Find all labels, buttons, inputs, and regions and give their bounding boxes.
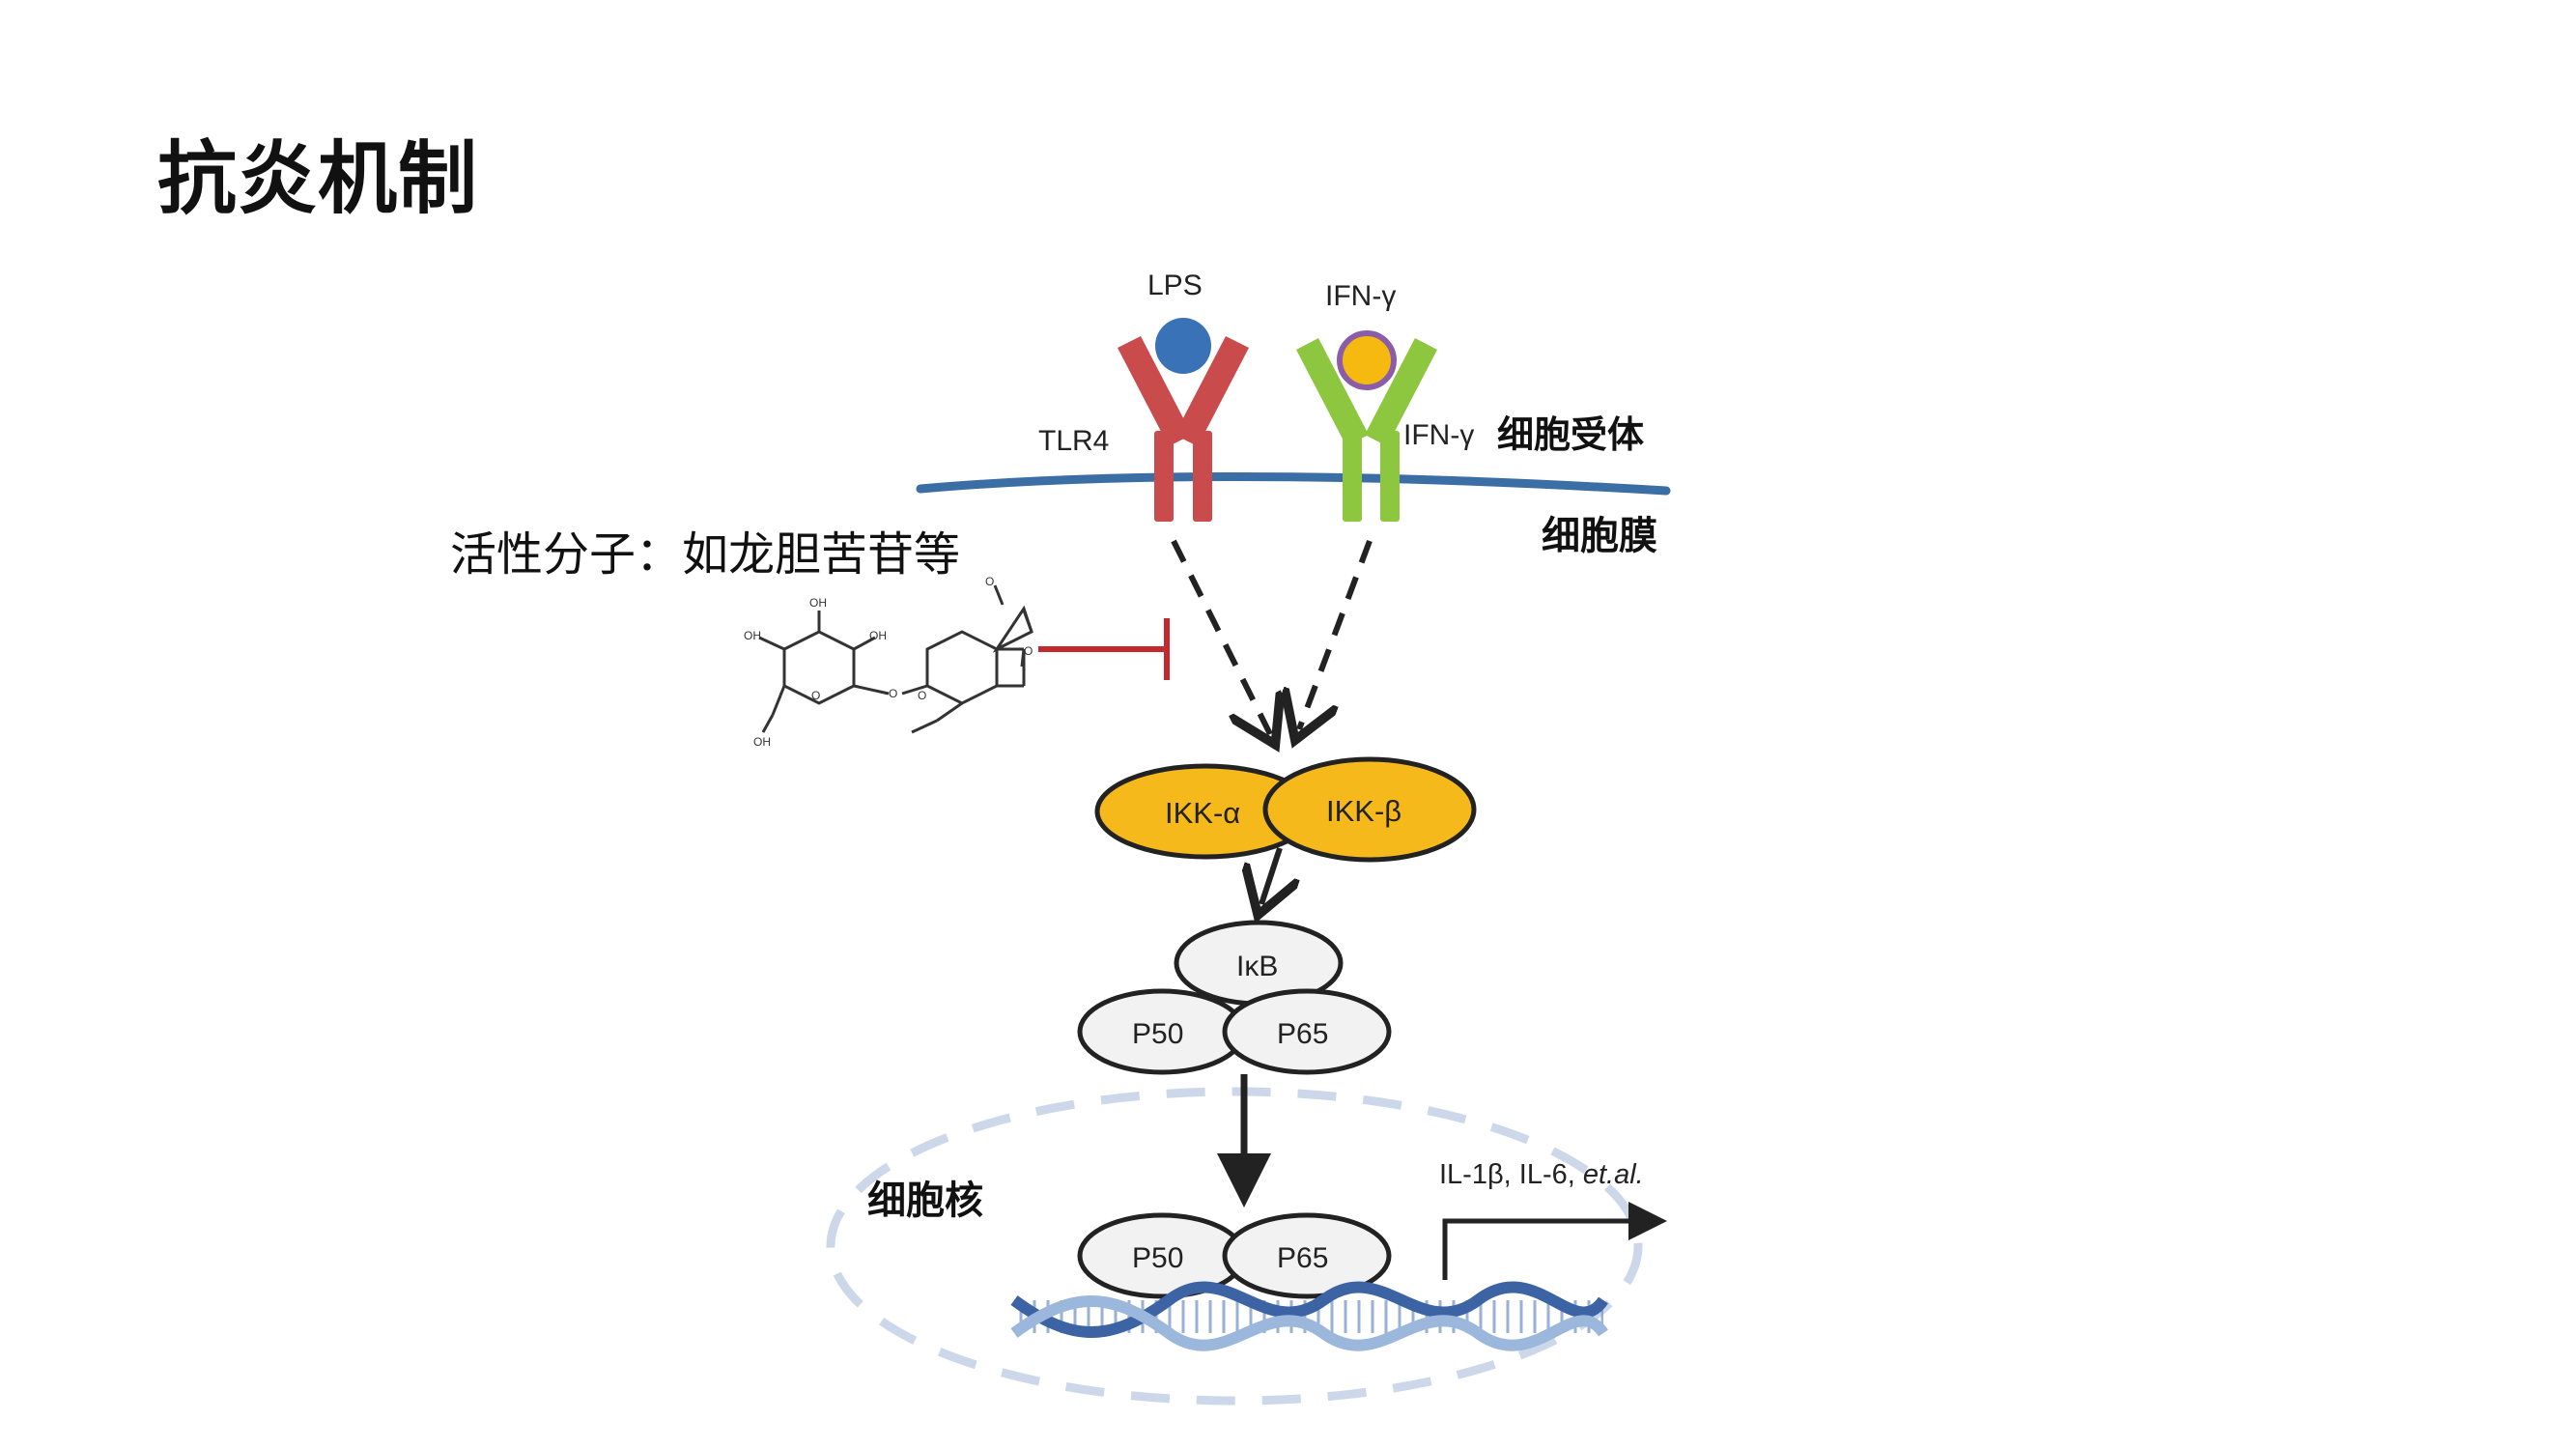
transcription-arrow bbox=[1442, 1202, 1667, 1280]
p65 bbox=[1222, 988, 1392, 1075]
cell-receptor-label: 细胞受体 bbox=[1497, 413, 1644, 456]
ifng-ligand bbox=[1337, 330, 1397, 390]
inhibitor-label: 活性分子：如龙胆苦苷等 bbox=[450, 527, 960, 582]
dna-helix bbox=[1010, 1281, 1608, 1351]
p50-label: P50 bbox=[1132, 1018, 1183, 1050]
cell-membrane bbox=[916, 471, 1671, 496]
lps-label: LPS bbox=[1147, 270, 1203, 301]
tlr4-to-ikk-arrow bbox=[1171, 539, 1270, 734]
page-title: 抗炎机制 bbox=[157, 133, 479, 225]
ifng-to-ikk-arrow bbox=[1299, 539, 1373, 729]
ifng-ligand-label: IFN-γ bbox=[1325, 280, 1396, 312]
svg-text:O: O bbox=[889, 687, 897, 700]
cytokine-genes-label: IL-1β, IL-6, et.al. bbox=[1439, 1159, 1644, 1190]
p65-label: P65 bbox=[1277, 1018, 1328, 1050]
ifng-receptor-label: IFN-γ bbox=[1403, 419, 1474, 451]
lps-ligand bbox=[1155, 318, 1211, 374]
ikk-alpha-label: IKK-α bbox=[1165, 796, 1240, 830]
ifng-receptor bbox=[1296, 338, 1437, 522]
cell-membrane-label: 细胞膜 bbox=[1542, 514, 1657, 558]
gentiopicroside-atoms: OH OH OH OH O O O O O bbox=[744, 575, 1033, 749]
tlr4-receptor bbox=[1118, 336, 1249, 522]
svg-text:O: O bbox=[918, 689, 926, 702]
nucleus-label: 细胞核 bbox=[867, 1179, 983, 1223]
nuclear-p50-label: P50 bbox=[1132, 1242, 1183, 1274]
svg-text:OH: OH bbox=[753, 735, 771, 749]
ikk-beta-label: IKK-β bbox=[1326, 794, 1401, 828]
ikk-to-complex-arrow bbox=[1261, 847, 1280, 904]
tlr4-label: TLR4 bbox=[1038, 425, 1109, 457]
etal-text: et.al. bbox=[1583, 1159, 1644, 1190]
svg-text:OH: OH bbox=[809, 596, 827, 610]
nucleus-boundary bbox=[826, 1087, 1643, 1406]
cytokine-list: IL-1β, IL-6, bbox=[1439, 1159, 1583, 1190]
gentiopicroside-structure bbox=[758, 584, 1033, 734]
svg-text:O: O bbox=[985, 575, 994, 588]
svg-text:O: O bbox=[1024, 644, 1033, 658]
nuclear-p65 bbox=[1222, 1212, 1392, 1299]
ikk-beta bbox=[1262, 756, 1477, 863]
svg-text:OH: OH bbox=[869, 629, 887, 642]
svg-text:O: O bbox=[811, 689, 820, 702]
svg-text:OH: OH bbox=[744, 629, 761, 642]
nuclear-p65-label: P65 bbox=[1277, 1242, 1328, 1274]
ikb-label: IκB bbox=[1236, 951, 1278, 982]
